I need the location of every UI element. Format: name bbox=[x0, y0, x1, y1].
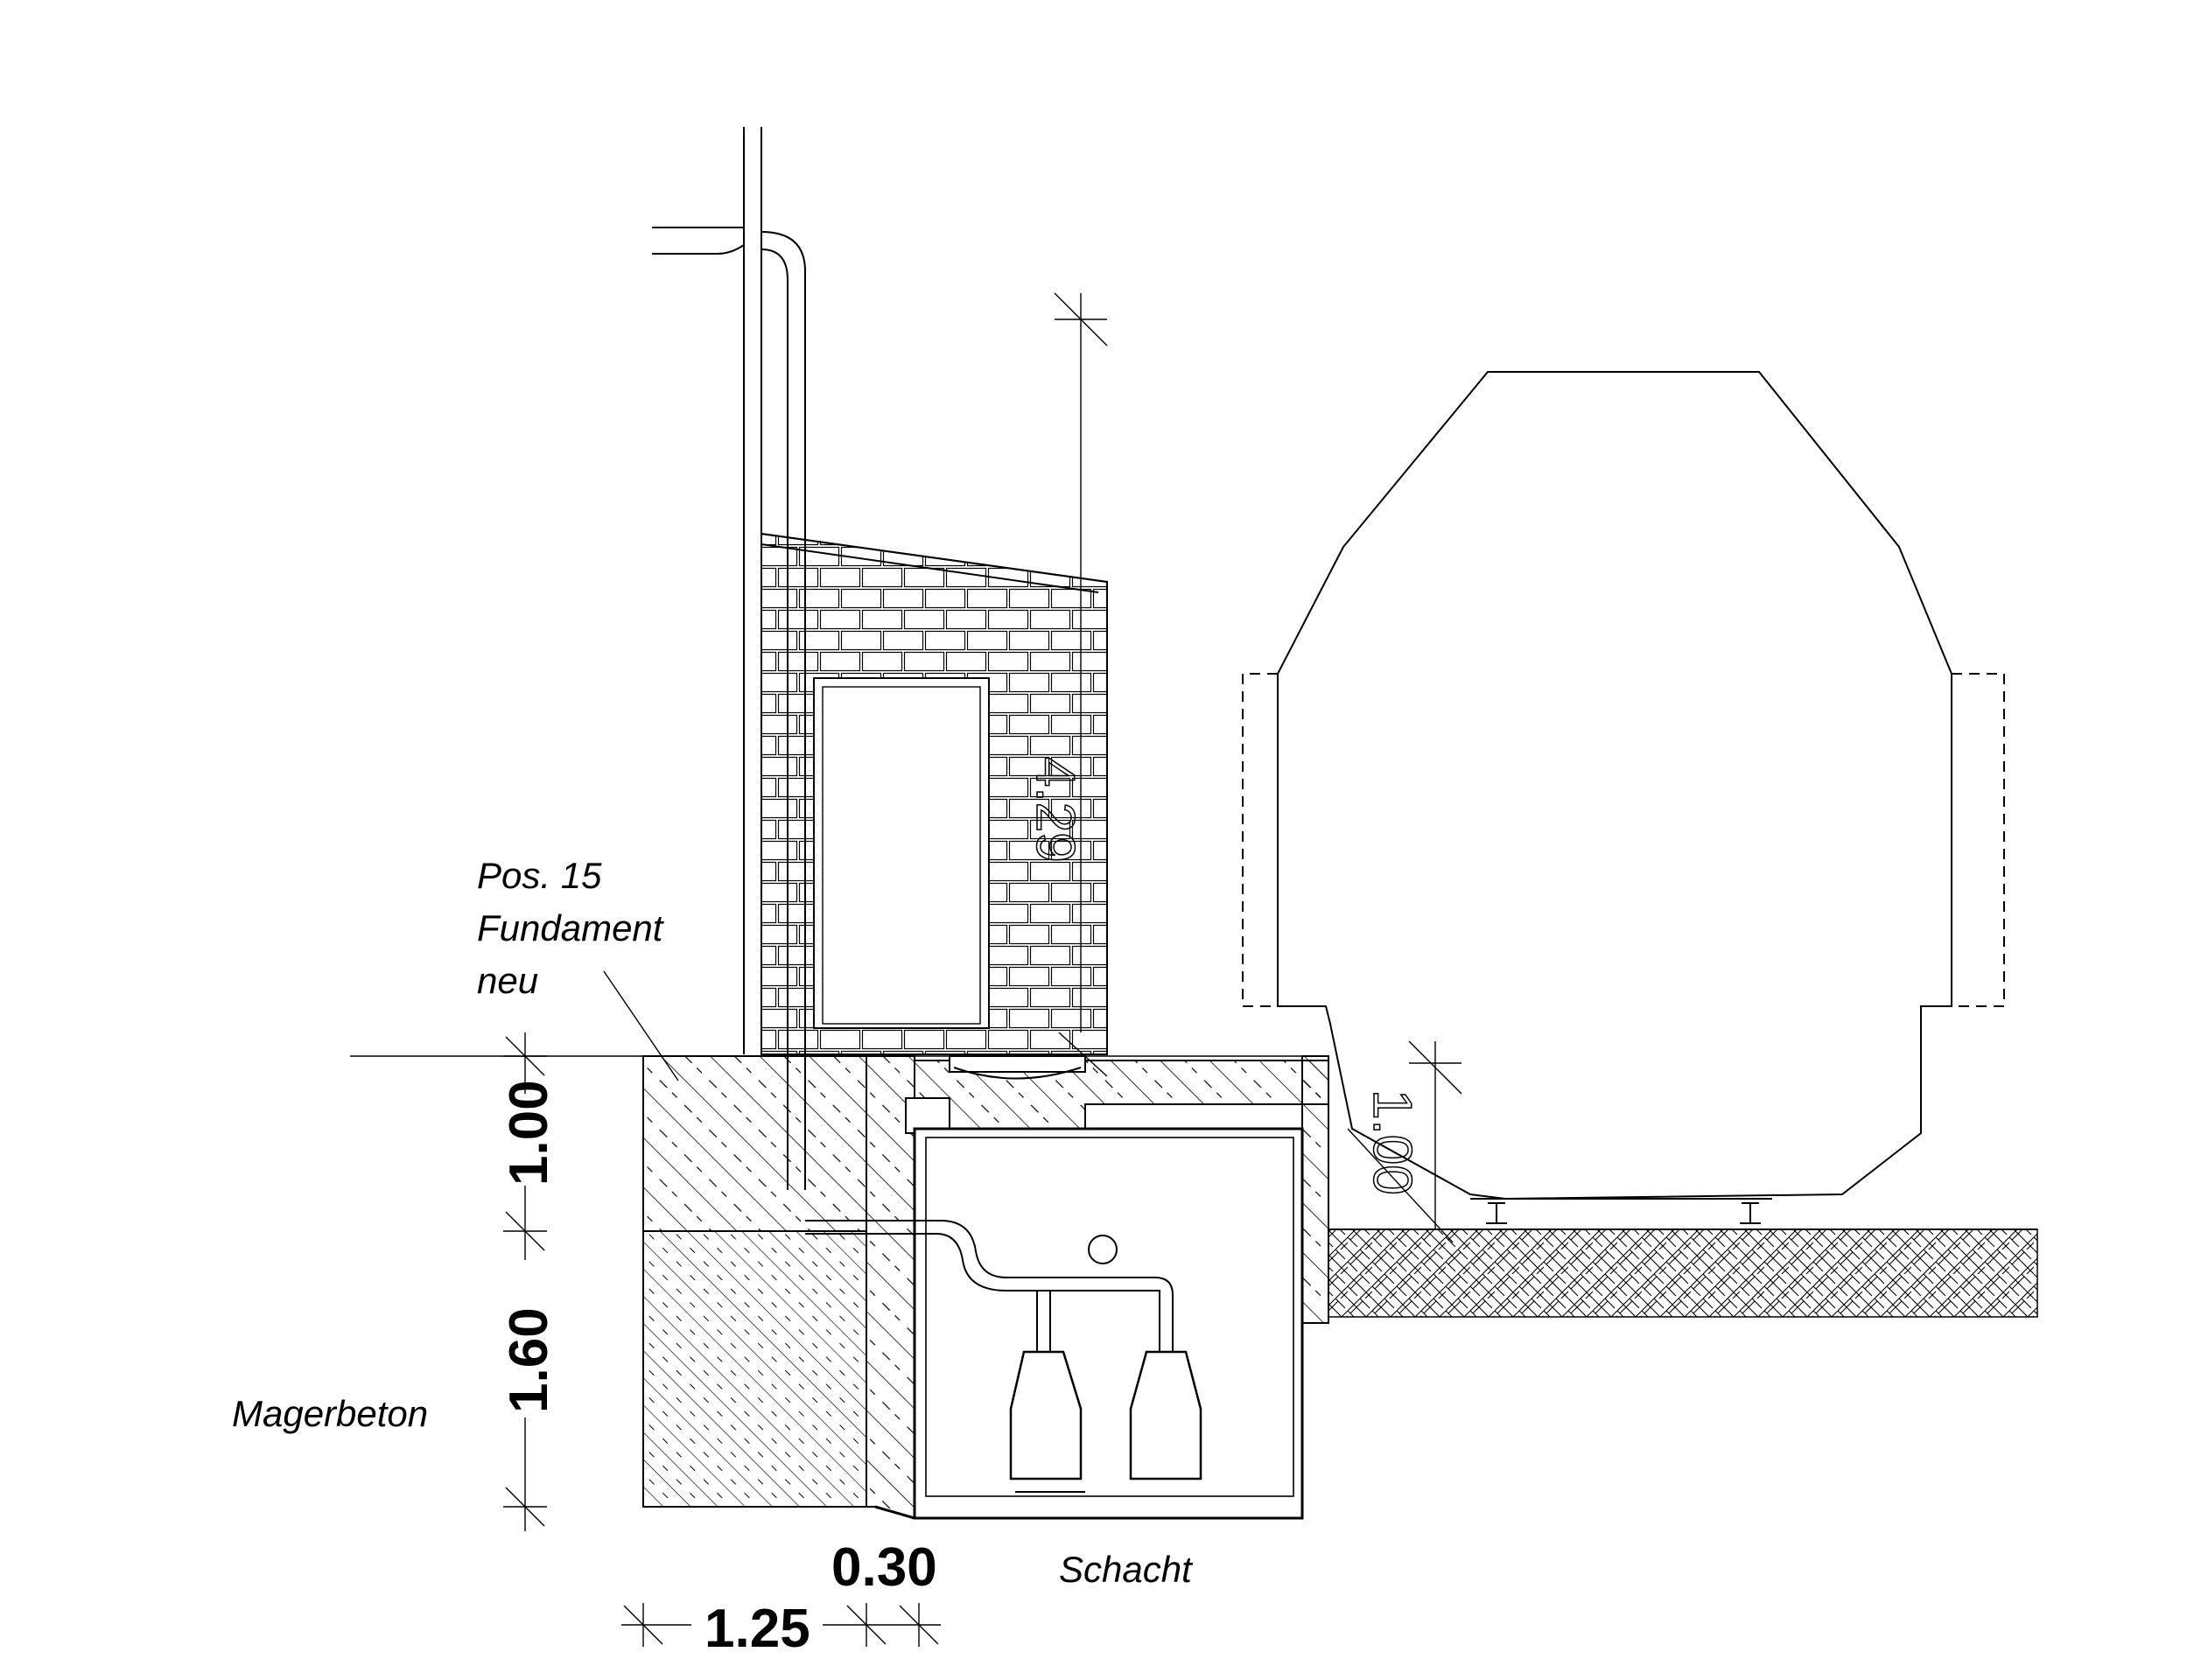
wall-opening bbox=[813, 677, 990, 1029]
depth-upper-label: 1.00 bbox=[499, 1080, 559, 1186]
wall-height-label: 4.29 bbox=[1025, 757, 1085, 863]
width-dimension-chain bbox=[621, 1603, 941, 1647]
position-label: Pos. 15 bbox=[477, 855, 602, 896]
brick-wall bbox=[761, 532, 1108, 1055]
new-label: neu bbox=[477, 960, 538, 1001]
pump-right bbox=[1129, 1350, 1202, 1480]
vehicle-profile bbox=[1242, 371, 2005, 1224]
platform-height-dimension bbox=[1347, 1040, 1462, 1243]
float-switch-icon bbox=[1088, 1235, 1118, 1264]
foundation-upper bbox=[642, 1055, 867, 1232]
depth-lower-label: 1.60 bbox=[499, 1307, 559, 1413]
shaft-label: Schacht bbox=[1059, 1549, 1194, 1590]
pump-piping bbox=[805, 1220, 1174, 1352]
width-wall-label: 0.30 bbox=[831, 1537, 937, 1598]
platform-height-label: 1.00 bbox=[1362, 1089, 1422, 1195]
lean-concrete-block bbox=[642, 1230, 867, 1508]
width-foundation-label: 1.25 bbox=[704, 1599, 810, 1659]
foundation-leader-line bbox=[603, 970, 679, 1082]
depth-dimension-chain bbox=[503, 1032, 547, 1531]
lean-concrete-label: Magerbeton bbox=[232, 1393, 428, 1434]
pump-left bbox=[1009, 1350, 1083, 1480]
foundation-label: Fundament bbox=[477, 907, 665, 948]
track-bed bbox=[1328, 1228, 2038, 1318]
shaft bbox=[866, 1055, 1329, 1520]
